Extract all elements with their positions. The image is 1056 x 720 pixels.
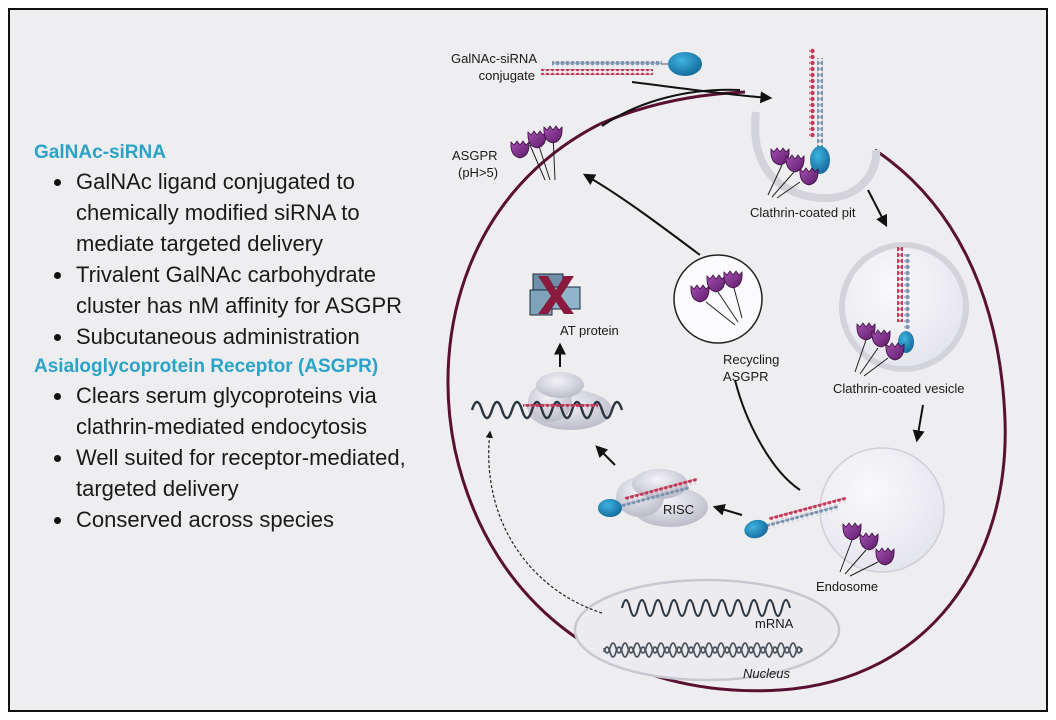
bullet-item: Subcutaneous administration	[34, 321, 424, 352]
arrow-mrna-export	[485, 430, 603, 614]
section-heading-asgpr: Asialoglycoprotein Receptor (ASGPR)	[34, 356, 379, 377]
asgpr-receptor-cluster	[510, 125, 563, 181]
galnac-bullets: GalNAc ligand conjugated to chemically m…	[34, 166, 424, 352]
bullet-item: Well suited for receptor-mediated, targe…	[34, 442, 424, 504]
label-risc: RISC	[663, 502, 694, 517]
recycling-asgpr-vesicle	[673, 254, 763, 344]
galnac-ligand-icon	[744, 519, 769, 539]
clathrin-coated-pit	[751, 111, 881, 203]
label-recycling: Recycling	[723, 352, 779, 367]
cell-membrane	[446, 122, 1007, 693]
dna-helix	[603, 646, 803, 658]
arrow-recycling-to-membrane	[582, 173, 701, 256]
label-clathrin-vesicle: Clathrin-coated vesicle	[833, 381, 965, 396]
bullet-item: Conserved across species	[34, 504, 424, 535]
label-conjugate-line1: GalNAc-siRNA	[451, 51, 537, 66]
label-endosome: Endosome	[816, 579, 878, 594]
arrow-pit-to-vesicle	[867, 189, 888, 228]
galnac-ligand-icon	[598, 499, 622, 517]
galnac-ligand-icon	[668, 52, 702, 76]
label-asgpr: ASGPR	[452, 148, 498, 163]
nucleus	[573, 578, 841, 682]
bullet-item: Trivalent GalNAc carbohydrate cluster ha…	[34, 259, 424, 321]
risc-mrna-complex	[470, 372, 624, 430]
mrna-strand	[470, 400, 624, 420]
label-mrna: mRNA	[755, 616, 794, 631]
bullet-item: GalNAc ligand conjugated to chemically m…	[34, 166, 424, 259]
released-sirna	[744, 496, 848, 539]
galnac-ligand-icon	[810, 146, 830, 174]
label-at-protein: AT protein	[560, 323, 619, 338]
text-panel: GalNAc-siRNA GalNAc ligand conjugated to…	[34, 140, 424, 535]
bullet-item: Clears serum glycoproteins via clathrin-…	[34, 380, 424, 442]
at-protein-blocked-icon	[529, 273, 581, 316]
label-conjugate-line2: conjugate	[479, 68, 535, 83]
arrow-vesicle-to-endosome	[912, 404, 925, 443]
label-recycling-asgpr: ASGPR	[723, 369, 769, 384]
label-asgpr-ph: (pH>5)	[458, 165, 498, 180]
arrow-to-risc	[712, 503, 743, 516]
asgpr-bullets: Clears serum glycoproteins via clathrin-…	[34, 380, 424, 535]
label-clathrin-pit: Clathrin-coated pit	[750, 205, 856, 220]
section-heading-galnac-sirna: GalNAc-siRNA	[34, 142, 166, 163]
nucleus-mrna	[621, 599, 791, 617]
risc-complex	[598, 469, 708, 527]
arrow-risc-to-mrna	[595, 445, 616, 466]
galnac-sirna-conjugate	[541, 52, 702, 76]
label-nucleus: Nucleus	[743, 666, 790, 681]
